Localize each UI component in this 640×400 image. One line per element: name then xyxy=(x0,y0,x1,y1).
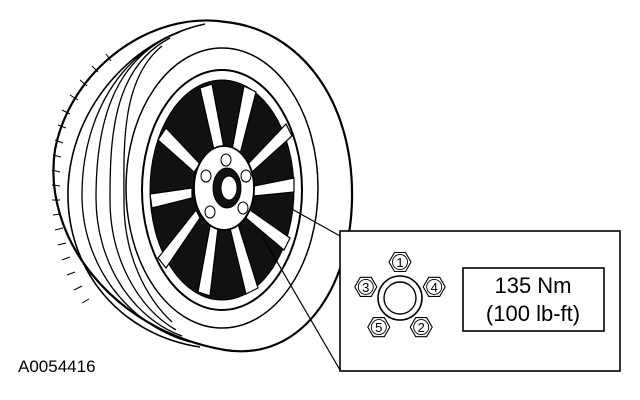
rim-lug-nut xyxy=(204,205,216,219)
tire-tread-groove xyxy=(81,27,191,343)
tire-tread-groove xyxy=(123,45,173,323)
lug-nut-ring xyxy=(370,319,387,336)
rim-lug-nut xyxy=(240,169,252,183)
lug-nut-ring xyxy=(426,278,443,295)
tire-tread-groove xyxy=(109,37,177,331)
rim-spokes xyxy=(149,83,295,297)
figure-id: A0054416 xyxy=(18,357,96,376)
lug-nut-sequence-number: 2 xyxy=(418,320,425,335)
lug-pattern xyxy=(377,275,423,321)
lug-nut-ring xyxy=(357,278,374,295)
lug-nut-sequence-number: 4 xyxy=(431,280,438,295)
tire-illustration xyxy=(51,19,354,353)
callout-leader xyxy=(261,207,341,371)
lug-nut-sequence: 1 4 2 5 3 xyxy=(354,251,446,338)
wheel-rim xyxy=(141,69,303,311)
rim-lug-nut xyxy=(237,201,249,215)
rim-spoke xyxy=(157,208,201,270)
tire-tread-groove xyxy=(95,31,183,337)
lug-nut-ring xyxy=(413,319,430,336)
rim-spoke xyxy=(149,187,193,209)
callout-line-bottom xyxy=(261,235,341,371)
lug-nut-sequence-number: 1 xyxy=(396,255,403,270)
rim-lug-nut xyxy=(220,153,232,167)
tightening-sequence-detail: 1 4 2 5 3 135 Nm (100 lb-ft) xyxy=(339,230,621,372)
tire-tread-texture xyxy=(51,53,112,304)
torque-spec-box xyxy=(462,267,605,332)
lug-pattern-center-bore-inner xyxy=(383,281,417,315)
tire-tread-edge xyxy=(67,23,206,348)
torque-metric: 135 Nm xyxy=(494,273,571,298)
rim-lug-nut xyxy=(200,169,212,183)
lug-nut-ring xyxy=(392,254,408,270)
lug-pattern-center-bore-outer xyxy=(377,275,423,321)
tire-outline xyxy=(52,19,354,353)
callout-line-top xyxy=(289,207,341,237)
torque-imperial: (100 lb-ft) xyxy=(486,301,580,326)
lug-nut-sequence-number: 3 xyxy=(362,280,369,295)
lug-nut-sequence-number: 5 xyxy=(375,320,382,335)
rim-lug-nuts xyxy=(200,153,252,219)
rim-center-cap xyxy=(220,175,238,201)
tire-inner-sidewall xyxy=(125,47,319,329)
